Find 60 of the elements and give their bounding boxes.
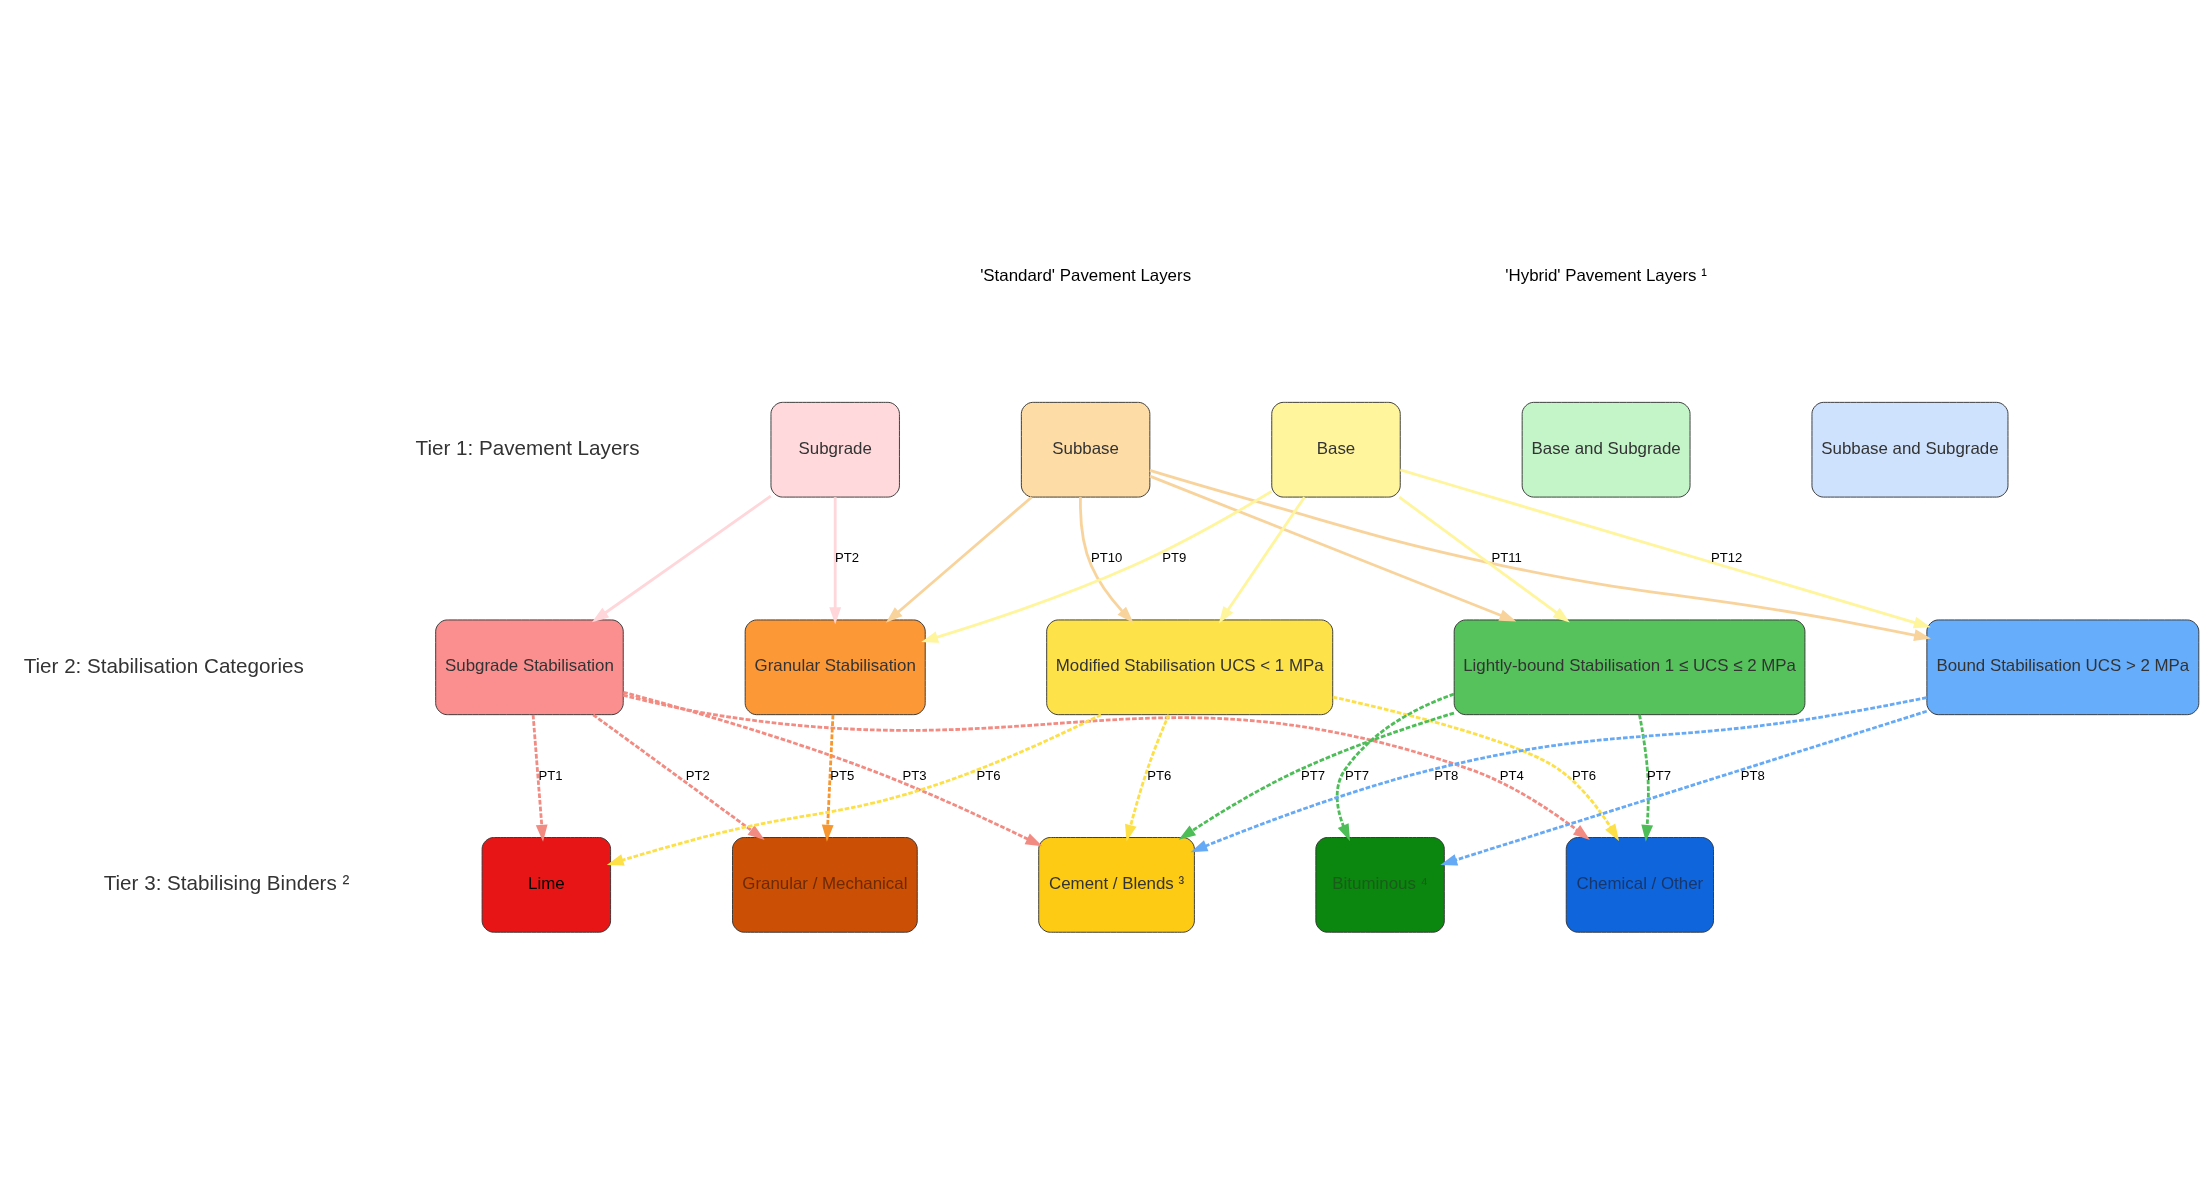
edge-label: PT8 [1434, 767, 1459, 783]
edge-label: PT1 [538, 767, 563, 783]
arrow [591, 494, 772, 622]
arrow [921, 489, 1273, 643]
node-box: Chemical / Other [1565, 836, 1714, 933]
node-box: Base [1271, 401, 1401, 498]
edge-label: PT10 [1091, 549, 1123, 565]
arrow [622, 690, 1043, 846]
arrow [1125, 713, 1171, 841]
edge-label: PT7 [1301, 767, 1326, 783]
arrow [531, 714, 548, 842]
arrow [1218, 495, 1306, 623]
arrow [606, 713, 1102, 866]
arrow [1398, 495, 1570, 622]
edge-label: PT2 [834, 549, 859, 565]
edge-label: PT7 [1345, 767, 1370, 783]
node-box: Subbase and Subgrade [1811, 401, 2009, 498]
arrow [592, 713, 765, 840]
arrow [1332, 695, 1620, 841]
arrow [1399, 468, 1931, 628]
arrow [1440, 709, 1928, 865]
node-box: Subbase [1020, 401, 1151, 498]
label: 'Standard' Pavement Layers [980, 265, 1192, 285]
node-box: Lime [481, 836, 612, 933]
edge-label: PT12 [1710, 549, 1743, 565]
edge-label: PT4 [1499, 767, 1524, 783]
arrow [885, 495, 1033, 623]
arrow [1079, 496, 1134, 623]
arrow [1149, 474, 1517, 621]
edge-label: PT7 [1647, 767, 1672, 783]
edge-label: PT6 [976, 767, 1001, 783]
arrow [1335, 692, 1455, 841]
arrow [1638, 713, 1654, 842]
label: 'Hybrid' Pavement Layers ¹ [1505, 265, 1707, 285]
edge-label: PT6 [1147, 767, 1172, 783]
label: Tier 1: Pavement Layers [415, 435, 640, 459]
node-box: Base and Subgrade [1521, 401, 1691, 498]
arrow [1178, 711, 1455, 840]
edge-label: PT8 [1740, 767, 1765, 783]
edge-label: PT6 [1572, 767, 1597, 783]
node-box: Granular Stabilisation [744, 619, 926, 715]
node-box: Lightly-bound Stabilisation 1 ≤ UCS ≤ 2 MPa [1453, 619, 1806, 715]
label: Tier 3: Stabilising Binders ² [103, 870, 350, 894]
edge-label: PT9 [1162, 549, 1187, 565]
arrow [1149, 468, 1931, 641]
arrow [821, 714, 835, 842]
node-box: Modified Stabilisation UCS < 1 MPa [1046, 619, 1334, 715]
arrow [1190, 695, 1927, 852]
arrow [622, 693, 1590, 840]
node-box: Subgrade [770, 401, 900, 498]
node-box: Bound Stabilisation UCS > 2 MPa [1926, 619, 2200, 715]
edge-label: PT2 [685, 767, 710, 783]
label: Tier 2: Stabilisation Categories [23, 653, 304, 677]
edge-label: PT3 [902, 767, 927, 783]
edge-label: PT5 [830, 767, 855, 783]
arrow [829, 496, 842, 624]
node-box: Cement / Blends ³ [1038, 836, 1195, 933]
node-box: Subgrade Stabilisation [435, 619, 624, 715]
edge-label: PT11 [1491, 549, 1522, 565]
node-box: Granular / Mechanical [732, 836, 918, 933]
